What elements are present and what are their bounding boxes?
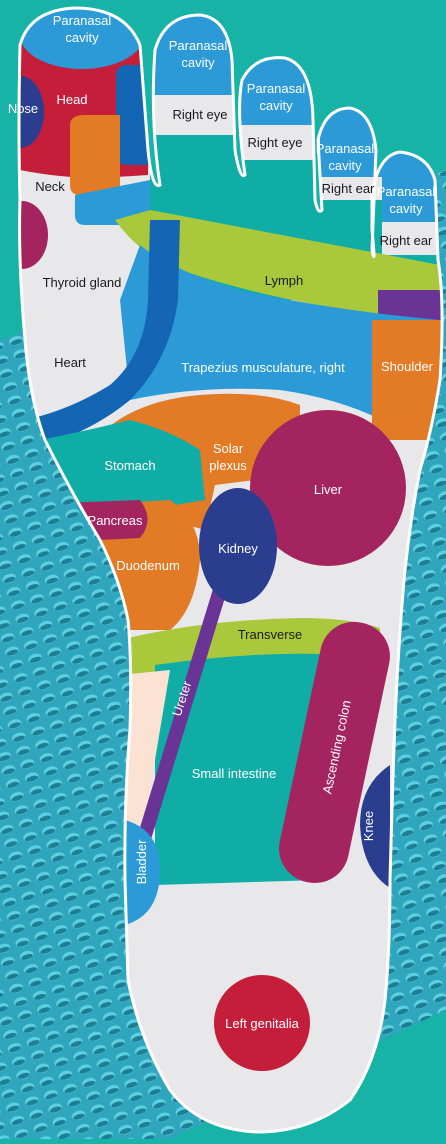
thyroid-zone <box>19 201 48 269</box>
ureter-zone <box>138 583 227 842</box>
label-paranasal-toe2-2: cavity <box>181 55 215 70</box>
label-paranasal-toe3-2: cavity <box>259 98 293 113</box>
label-paranasal-toe2-1: Paranasal <box>169 38 228 53</box>
label-transverse: Transverse <box>238 627 303 642</box>
label-small-intestine: Small intestine <box>192 766 277 781</box>
neck-blue-zone <box>75 180 155 225</box>
shoulder-zone <box>372 320 443 440</box>
label-heart: Heart <box>54 355 86 370</box>
label-left-genitalia: Left genitalia <box>225 1016 299 1031</box>
label-neck: Neck <box>35 179 65 194</box>
label-duodenum: Duodenum <box>116 558 180 573</box>
lymph-zone <box>115 210 440 320</box>
kidney-zone <box>199 488 277 604</box>
label-pancreas: Pancreas <box>88 513 143 528</box>
trapezius-zone <box>120 245 440 430</box>
stomach-zone <box>40 420 205 505</box>
label-head: Head <box>56 92 87 107</box>
left-genitalia-zone <box>214 975 310 1071</box>
label-solar-1: Solar <box>213 441 244 456</box>
label-lymph: Lymph <box>265 273 304 288</box>
label-liver: Liver <box>314 482 343 497</box>
label-stomach: Stomach <box>104 458 155 473</box>
label-paranasal-toe5-1: Paranasal <box>377 184 436 199</box>
label-knee: Knee <box>361 811 376 841</box>
label-right-eye-1: Right eye <box>173 107 228 122</box>
label-paranasal-big-toe-1: Paranasal <box>53 13 112 28</box>
label-paranasal-toe5-2: cavity <box>389 201 423 216</box>
label-paranasal-toe4-2: cavity <box>328 158 362 173</box>
label-shoulder: Shoulder <box>381 359 434 374</box>
knee-zone <box>360 765 390 888</box>
neck-side-zone <box>70 115 120 195</box>
label-paranasal-toe3-1: Paranasal <box>247 81 306 96</box>
label-nose: Nose <box>8 101 38 116</box>
label-kidney: Kidney <box>218 541 258 556</box>
label-solar-2: plexus <box>209 458 247 473</box>
label-right-ear-2: Right ear <box>380 233 433 248</box>
label-bladder: Bladder <box>134 839 149 884</box>
label-right-ear-1: Right ear <box>322 181 375 196</box>
label-paranasal-toe4-1: Paranasal <box>316 141 375 156</box>
label-thyroid: Thyroid gland <box>43 275 122 290</box>
liver-zone <box>250 410 406 566</box>
left-peach-zone <box>120 670 170 830</box>
label-paranasal-big-toe-2: cavity <box>65 30 99 45</box>
ascending-colon-zone <box>279 621 390 884</box>
label-right-eye-2: Right eye <box>248 135 303 150</box>
bladder-zone <box>125 820 160 925</box>
label-trapezius: Trapezius musculature, right <box>181 360 345 375</box>
paranasal-zone-big-toe <box>20 8 144 69</box>
